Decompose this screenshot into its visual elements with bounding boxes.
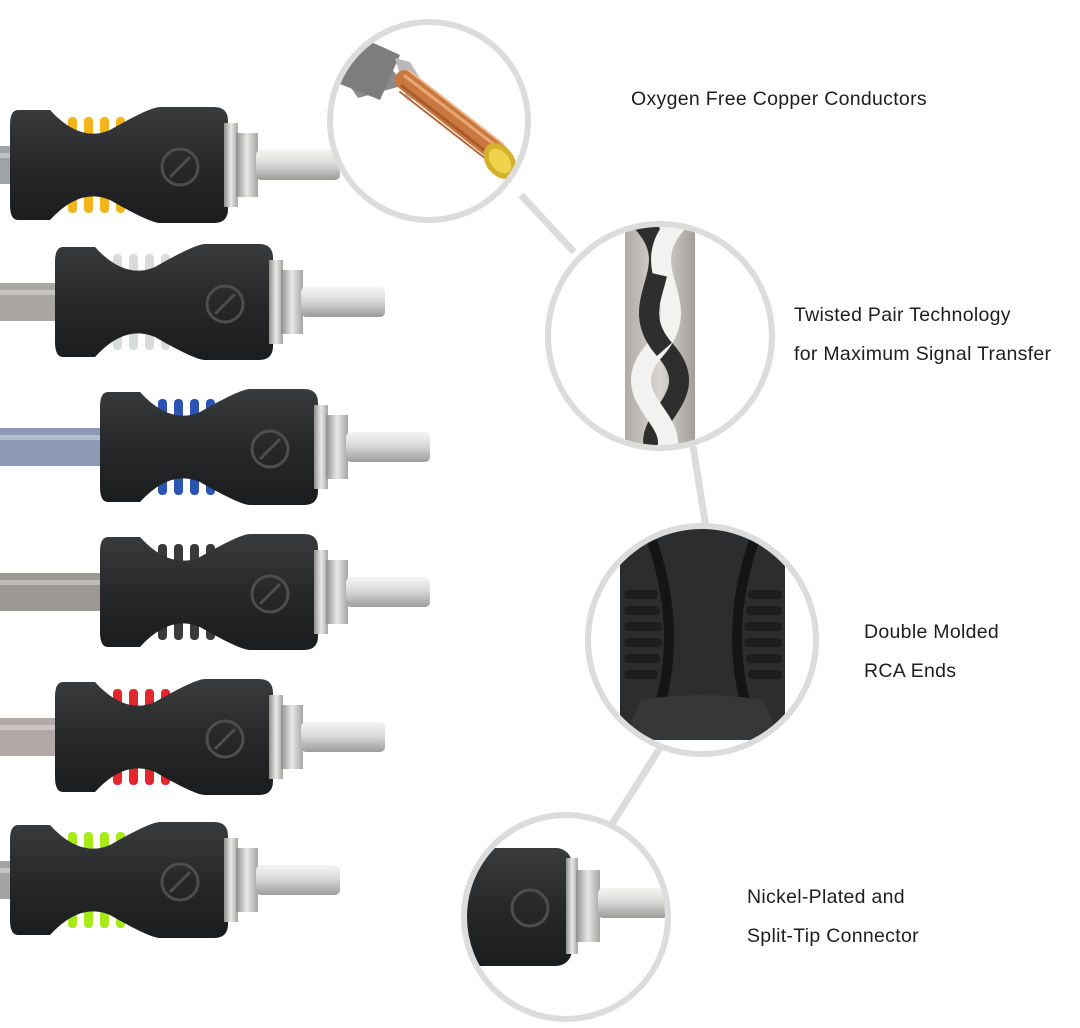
feature-label-twisted: Twisted Pair Technology for Maximum Sign…: [794, 296, 1051, 374]
feature-molded-line-1: Double Molded: [864, 621, 1000, 643]
feature-twisted-line-1: Twisted Pair Technology: [794, 304, 1011, 326]
molded-housing: [55, 244, 273, 360]
feature-tip-line-1: Nickel-Plated and: [747, 886, 905, 908]
center-pin: [346, 577, 430, 607]
center-pin: [301, 287, 385, 317]
rca-connector-silver: [0, 244, 385, 360]
molded-housing: [10, 822, 228, 938]
brand-logo-icon: [205, 284, 245, 324]
center-pin: [346, 432, 430, 462]
metal-collar: [269, 695, 283, 779]
feature-label-tip: Nickel-Plated and Split-Tip Connector: [747, 878, 919, 956]
center-pin: [301, 722, 385, 752]
rca-connector-stack: [0, 107, 430, 938]
metal-collar: [269, 260, 283, 344]
brand-logo-icon: [160, 147, 200, 187]
molded-housing: [10, 107, 228, 223]
feature-copper-line-1: Oxygen Free Copper Conductors: [631, 88, 927, 110]
center-pin: [256, 865, 340, 895]
brand-logo-icon: [205, 719, 245, 759]
rca-connector-red: [0, 679, 385, 795]
feature-twisted-line-2: for Maximum Signal Transfer: [794, 343, 1052, 365]
rca-connector-gold: [0, 107, 340, 223]
brand-logo-icon: [250, 429, 290, 469]
rca-connector-black: [0, 534, 430, 650]
metal-collar: [314, 405, 328, 489]
molded-housing: [55, 679, 273, 795]
split-tip-connector-closeup-icon: [461, 812, 671, 1022]
twisted-pair-closeup-icon: [545, 221, 775, 451]
metal-collar: [224, 123, 238, 207]
copper-wire-closeup-icon: [327, 19, 531, 223]
molded-grip-closeup-icon: [585, 523, 819, 757]
feature-tip-line-2: Split-Tip Connector: [747, 925, 919, 947]
feature-molded-line-2: RCA Ends: [864, 660, 957, 682]
feature-label-molded: Double Molded RCA Ends: [864, 613, 999, 691]
metal-collar: [314, 550, 328, 634]
center-pin: [256, 150, 340, 180]
callout-connector-lines: [518, 192, 710, 826]
feature-label-copper: Oxygen Free Copper Conductors: [631, 80, 927, 119]
molded-housing: [100, 389, 318, 505]
brand-logo-icon: [160, 862, 200, 902]
rca-connector-green: [0, 822, 340, 938]
metal-collar: [224, 838, 238, 922]
brand-logo-icon: [250, 574, 290, 614]
rca-connector-blue: [0, 389, 430, 505]
molded-housing: [100, 534, 318, 650]
